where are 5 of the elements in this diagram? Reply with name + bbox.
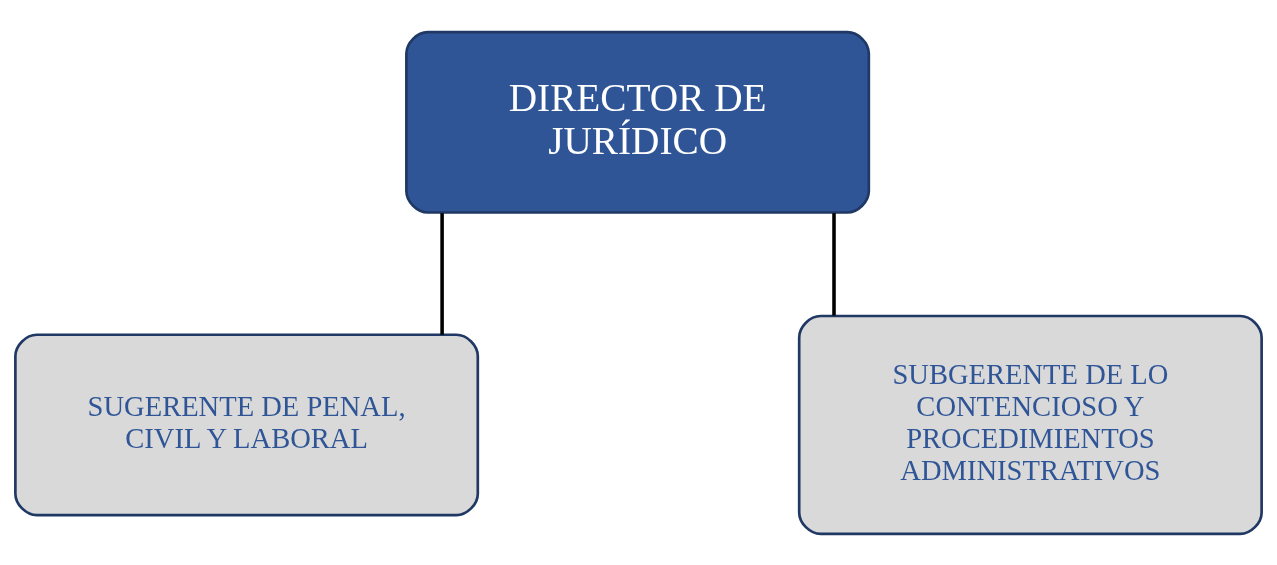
connector (832, 212, 836, 315)
node-box: SUGERENTE DE PENAL, CIVIL Y LABORAL (14, 332, 480, 516)
node-box: SUBGERENTE DE LO CONTENCIOSO Y PROCEDIMIENTOS ADMINISTRATIVOS (797, 314, 1263, 535)
connector (440, 212, 444, 335)
node-box: DIRECTOR DE JURÍDICO (405, 30, 871, 214)
